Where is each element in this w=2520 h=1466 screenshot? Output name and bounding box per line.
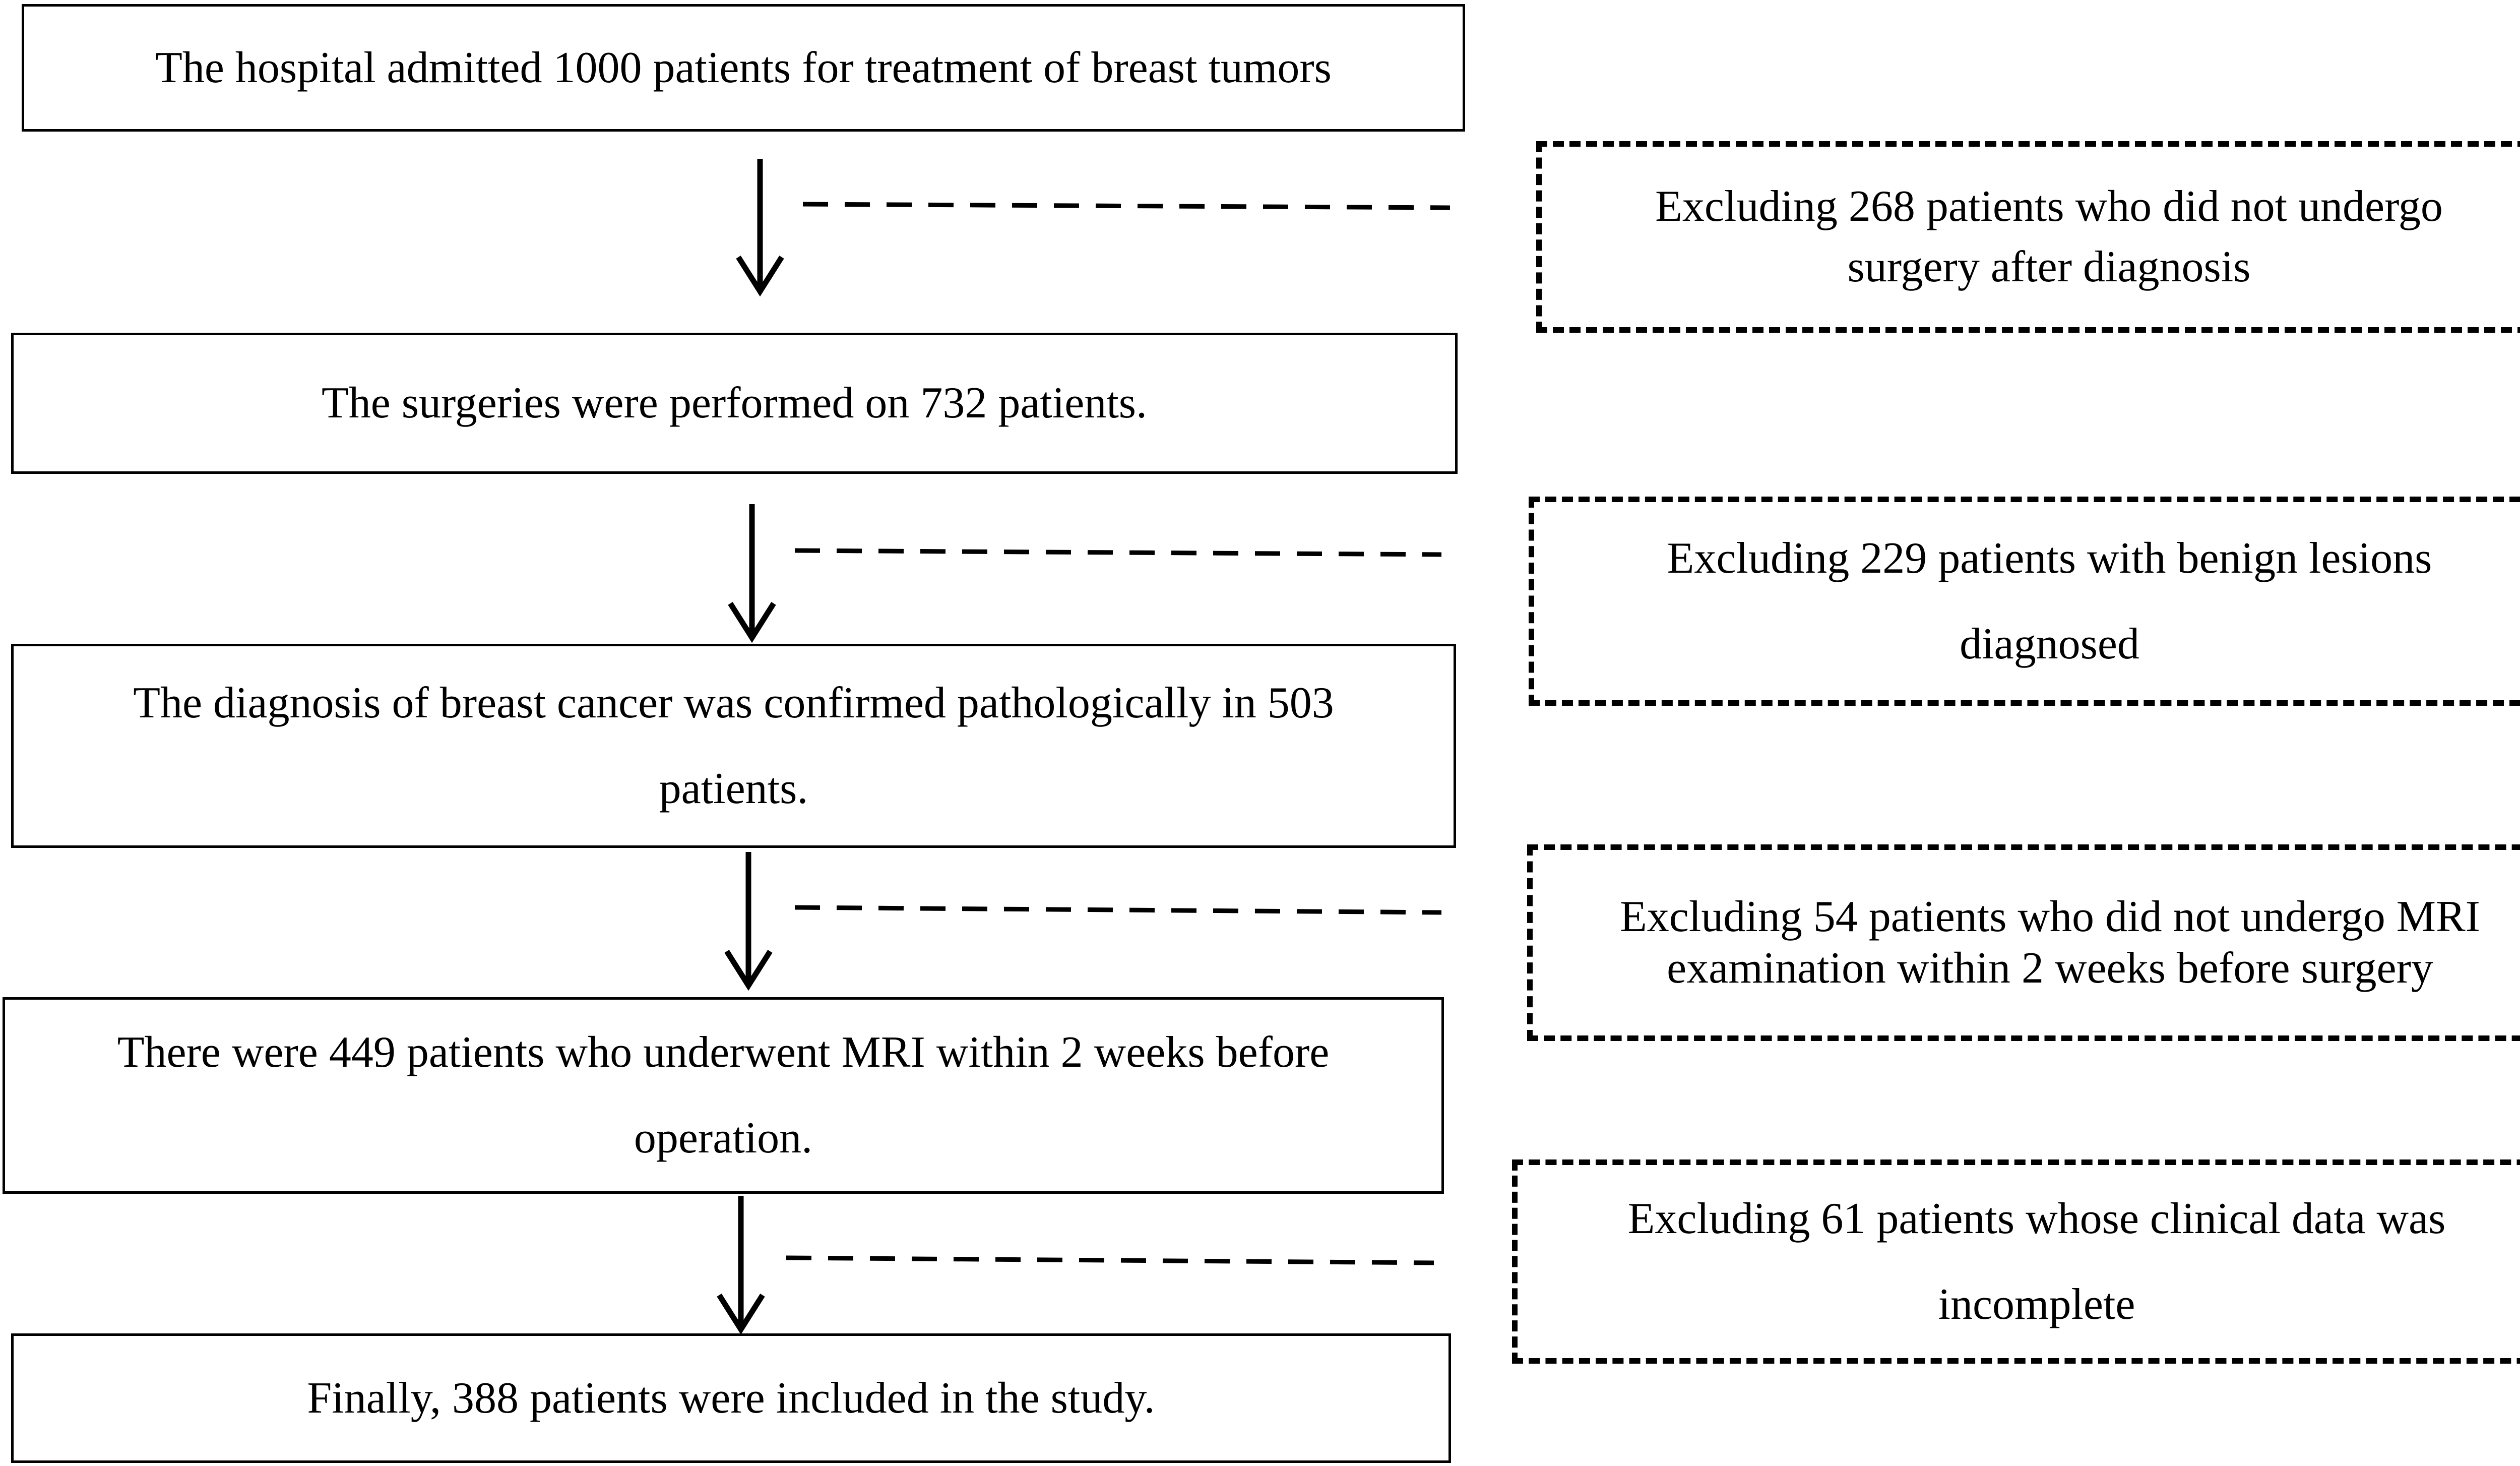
dashed-branch-2: [794, 548, 1442, 557]
step-admitted-text: The hospital admitted 1000 patients for …: [155, 43, 1332, 92]
exclusion-no-surgery-box: Excluding 268 patients who did not under…: [1536, 141, 2520, 333]
dashed-branch-3: [794, 905, 1442, 915]
step-diagnosis-text: The diagnosis of breast cancer was confi…: [133, 678, 1334, 813]
exclusion-no-mri-text: Excluding 54 patients who did not underg…: [1620, 892, 2480, 993]
exclusion-incomplete-text: Excluding 61 patients whose clinical dat…: [1627, 1194, 2446, 1329]
exclusion-benign-text: Excluding 229 patients with benign lesio…: [1667, 533, 2432, 668]
step-surgery-box: The surgeries were performed on 732 pati…: [11, 333, 1458, 474]
step-admitted-box: The hospital admitted 1000 patients for …: [22, 4, 1465, 132]
step-final-text: Finally, 388 patients were included in t…: [307, 1373, 1155, 1423]
arrow-step3-to-step4: [724, 852, 773, 991]
exclusion-no-mri-box: Excluding 54 patients who did not underg…: [1527, 844, 2520, 1041]
arrow-step2-to-step3: [728, 504, 776, 643]
arrow-step4-to-step5: [717, 1196, 765, 1335]
exclusion-benign-box: Excluding 229 patients with benign lesio…: [1529, 497, 2520, 706]
step-mri-text: There were 449 patients who underwent MR…: [117, 1028, 1330, 1163]
exclusion-incomplete-box: Excluding 61 patients whose clinical dat…: [1512, 1159, 2520, 1364]
exclusion-no-surgery-text: Excluding 268 patients who did not under…: [1655, 182, 2443, 291]
step-diagnosis-box: The diagnosis of breast cancer was confi…: [11, 644, 1456, 848]
dashed-branch-1: [802, 202, 1451, 210]
step-surgery-text: The surgeries were performed on 732 pati…: [321, 379, 1148, 427]
step-mri-box: There were 449 patients who underwent MR…: [3, 997, 1444, 1194]
step-final-box: Finally, 388 patients were included in t…: [11, 1333, 1451, 1463]
dashed-branch-4: [786, 1255, 1434, 1265]
arrow-step1-to-step2: [736, 159, 784, 297]
